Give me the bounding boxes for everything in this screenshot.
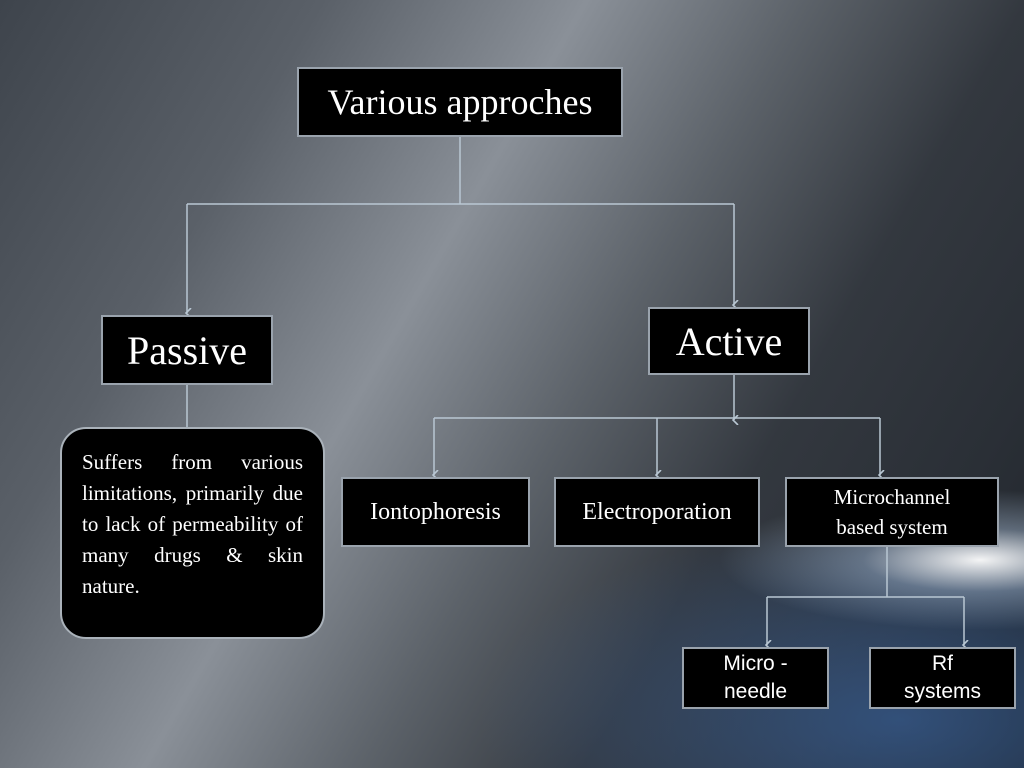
node-various-approaches: Various approches xyxy=(297,67,623,137)
node-label: Micro - needle xyxy=(723,652,788,703)
node-label: Various approches xyxy=(327,82,593,122)
node-label: Electroporation xyxy=(582,498,732,525)
node-label: Rf systems xyxy=(903,652,981,703)
note-text: Suffers from various limitations, primar… xyxy=(82,450,303,598)
node-active: Active xyxy=(648,307,810,375)
node-label: Microchannel based system xyxy=(833,485,951,539)
passive-limitations-note: Suffers from various limitations, primar… xyxy=(60,427,325,639)
node-micro-needle: Micro - needle xyxy=(682,647,829,709)
node-microchannel-system: Microchannel based system xyxy=(785,477,999,547)
node-rf-systems: Rf systems xyxy=(869,647,1016,709)
node-iontophoresis: Iontophoresis xyxy=(341,477,530,547)
node-electroporation: Electroporation xyxy=(554,477,760,547)
node-label: Active xyxy=(675,318,783,364)
node-passive: Passive xyxy=(101,315,273,385)
node-label: Iontophoresis xyxy=(370,498,501,525)
node-label: Passive xyxy=(127,327,247,373)
